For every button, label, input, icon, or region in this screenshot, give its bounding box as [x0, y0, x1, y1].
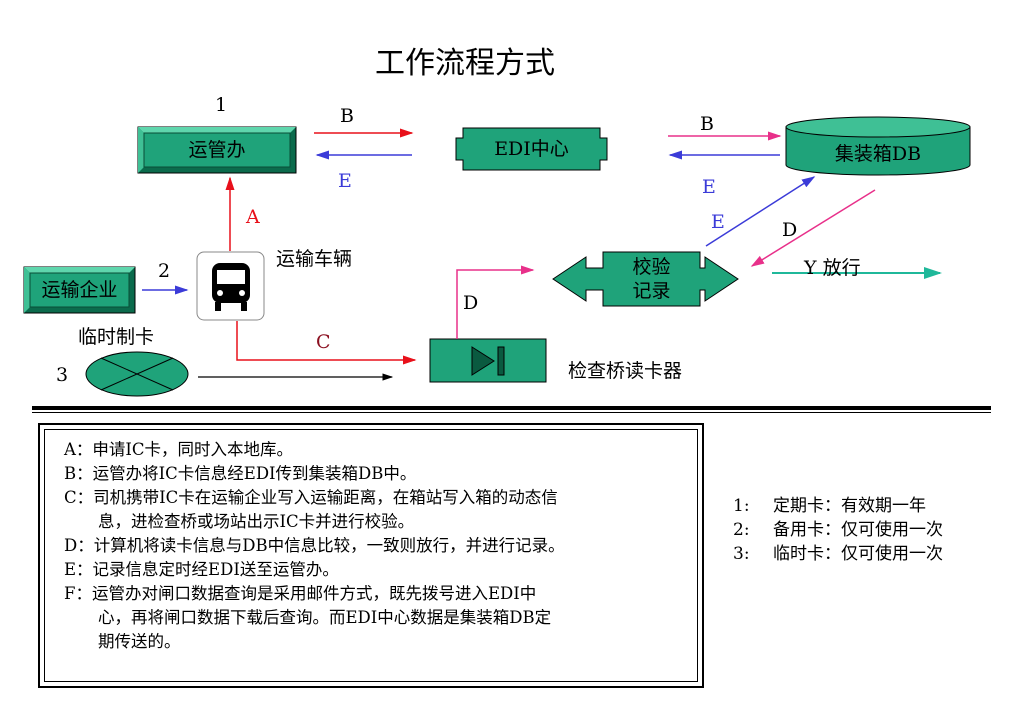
label-b-top-right: B	[700, 113, 714, 135]
legend-text: 备用卡：仅可使用一次	[773, 520, 943, 540]
label-release: Y 放行	[804, 257, 861, 279]
label-d-reader: D	[463, 292, 479, 314]
label-c-bottom: C	[316, 331, 331, 353]
separator-line	[32, 406, 991, 410]
note-line: C：司机携带IC卡在运输企业写入运输距离，在箱站写入箱的动态信	[64, 488, 558, 507]
legend-item: 2: 备用卡：仅可使用一次	[733, 518, 943, 542]
label-num-2: 2	[158, 260, 171, 282]
bus-icon	[196, 251, 265, 321]
container-db-cylinder	[785, 116, 971, 176]
note-line: A：申请IC卡，同时入本地库。	[64, 440, 294, 459]
edi-center-label: EDI中心	[494, 138, 569, 160]
legend-num: 2:	[733, 520, 750, 540]
legend-text: 临时卡：仅可使用一次	[773, 544, 943, 564]
yunguanban-label: 运管办	[188, 139, 246, 161]
separator-thin-line	[32, 412, 991, 413]
label-num-1: 1	[215, 94, 228, 116]
verify-record-line1: 校验	[632, 256, 671, 278]
edi-center-box	[455, 127, 608, 171]
transport-company-box	[23, 266, 136, 314]
verify-record-label: 校验 记录	[603, 253, 700, 305]
label-e-top-left: E	[338, 170, 352, 192]
reader-label: 检查桥读卡器	[568, 360, 683, 382]
note-line: D：计算机将读卡信息与DB中信息比较，一致则放行，并进行记录。	[64, 536, 565, 555]
legend-text: 定期卡：有效期一年	[773, 496, 926, 516]
note-line: E：记录信息定时经EDI送至运管办。	[64, 560, 339, 579]
notes-inner-border	[44, 429, 698, 682]
note-line: 心，再将闸口数据下载后查询。而EDI中心数据是集装箱DB定	[98, 608, 552, 627]
note-line: B：运管办将IC卡信息经EDI传到集装箱DB中。	[64, 464, 417, 483]
label-b-top-left: B	[340, 105, 354, 127]
legend-num: 1:	[733, 496, 750, 516]
legend-item: 3: 临时卡：仅可使用一次	[733, 542, 943, 566]
temp-card-label: 临时制卡	[78, 326, 155, 348]
vehicle-label: 运输车辆	[276, 248, 353, 270]
arrow-c-bus-to-reader	[236, 321, 417, 365]
notes-box: A：申请IC卡，同时入本地库。 B：运管办将IC卡信息经EDI传到集装箱DB中。…	[38, 423, 704, 688]
crossed-ellipse-icon	[85, 351, 189, 397]
legend-item: 1: 定期卡：有效期一年	[733, 494, 926, 518]
note-line: F：运管办对闸口数据查询是采用邮件方式，既先拨号进入EDI中	[64, 584, 537, 603]
label-d-diagonal: D	[782, 219, 798, 241]
verify-record-shape	[552, 251, 739, 307]
arrow-d-reader-to-record	[456, 265, 535, 339]
legend-num: 3:	[733, 544, 750, 564]
card-reader-box	[429, 338, 547, 383]
label-num-3: 3	[56, 364, 69, 386]
label-e-diagonal: E	[711, 211, 725, 233]
verify-record-line2: 记录	[632, 280, 671, 302]
label-e-top-right: E	[702, 176, 716, 198]
label-a-vertical: A	[246, 206, 260, 228]
container-db-label: 集装箱DB	[834, 143, 922, 165]
transport-company-label: 运输企业	[41, 279, 118, 301]
arrow-e-record-to-db	[705, 176, 816, 247]
arrow-d-db-to-record	[750, 189, 876, 267]
yunguanban-box	[137, 126, 297, 174]
note-line: 息，进检查桥或场站出示IC卡并进行校验。	[98, 512, 415, 531]
page-title: 工作流程方式	[375, 46, 555, 81]
note-line: 期传送的。	[98, 632, 181, 651]
